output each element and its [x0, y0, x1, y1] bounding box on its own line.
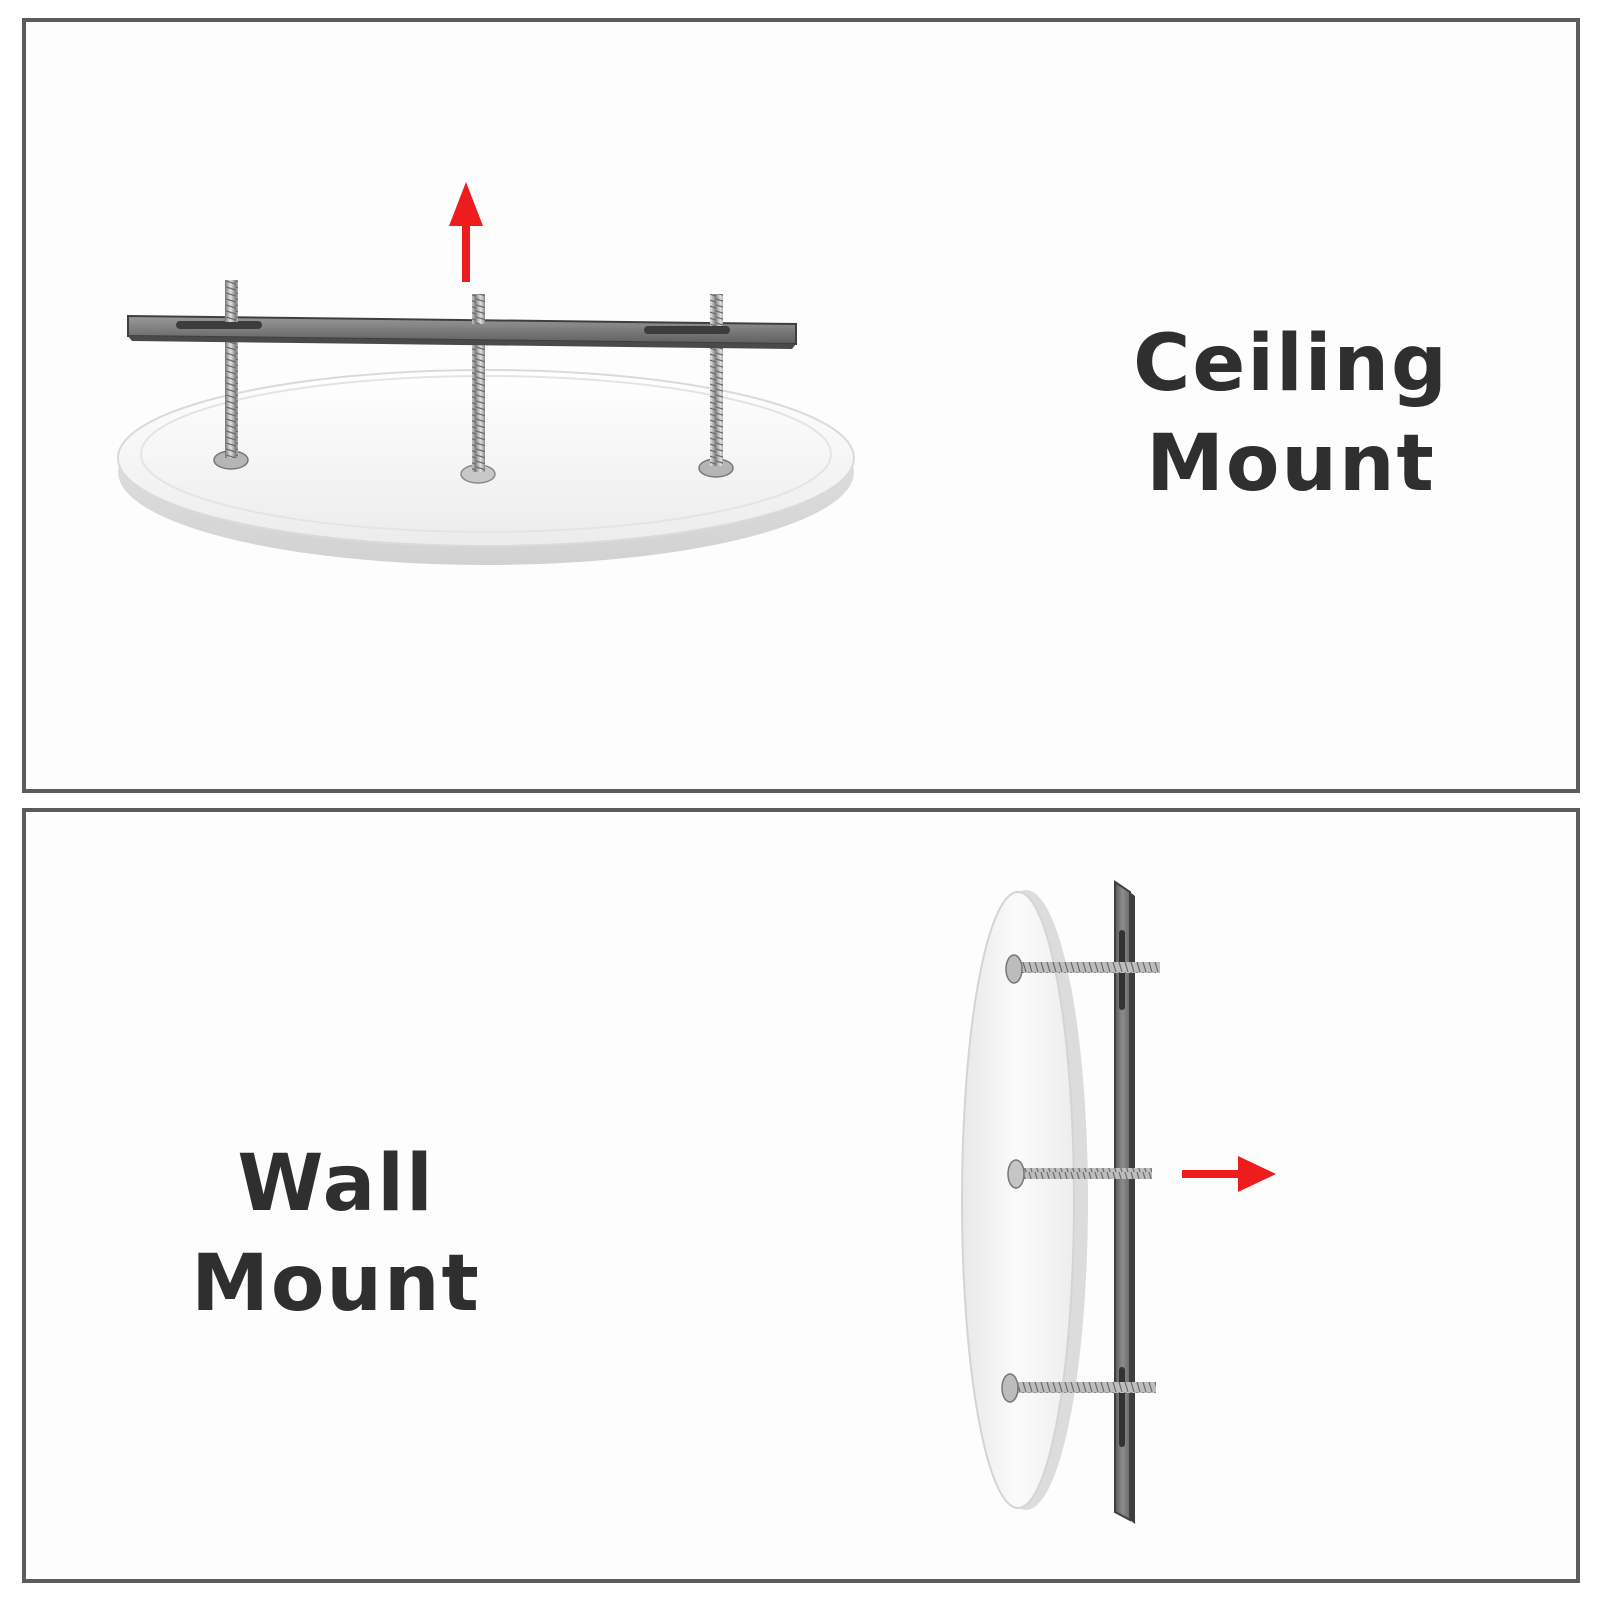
wall-mount-panel: Wall Mount — [22, 808, 1580, 1583]
wall-mount-illustration — [961, 880, 1276, 1524]
wall-title-line2: Mount — [191, 1239, 481, 1329]
wall-title-line1: Wall — [237, 1139, 435, 1229]
screw-tops — [225, 280, 723, 326]
screw-heads — [213, 450, 734, 484]
wall-mount-title: Wall Mount — [116, 1134, 556, 1334]
threaded-screws-horizontal — [1001, 954, 1160, 1403]
ceiling-mount-panel: Ceiling Mount — [22, 18, 1580, 793]
ceiling-title-line2: Mount — [1146, 419, 1436, 509]
ceiling-mount-illustration — [117, 182, 855, 565]
arrow-right-icon — [1182, 1156, 1276, 1192]
ceiling-title-line1: Ceiling — [1133, 319, 1449, 409]
ceiling-mount-title: Ceiling Mount — [1071, 314, 1511, 514]
mounting-bracket — [127, 314, 797, 349]
arrow-up-icon — [449, 182, 483, 282]
mounting-bracket-vertical — [1114, 880, 1135, 1524]
canopy-plate-side — [961, 890, 1088, 1510]
